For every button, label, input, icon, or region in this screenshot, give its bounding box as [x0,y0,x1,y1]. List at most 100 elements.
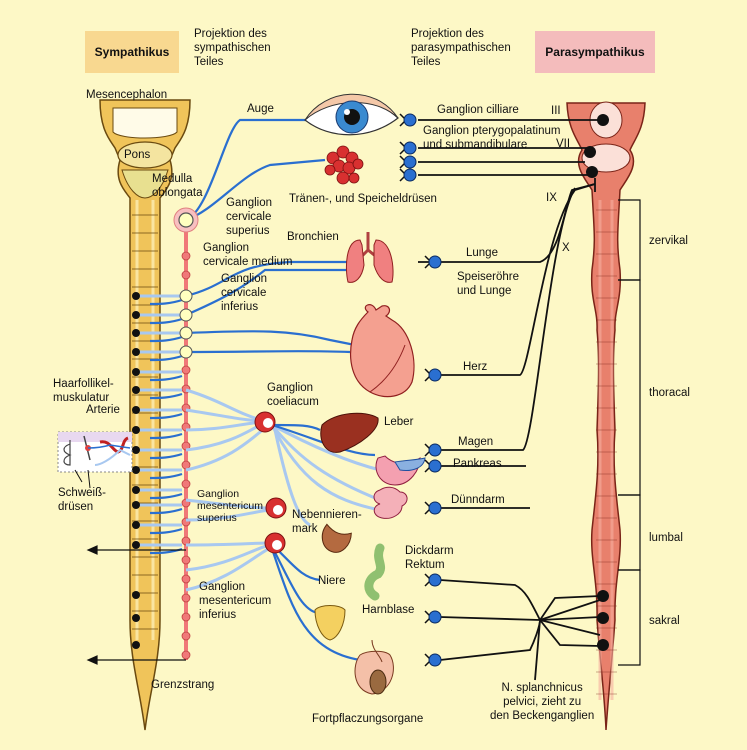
para-ganglion [403,155,417,169]
niere-label: Niere [318,575,346,587]
para-ganglion [428,459,442,473]
organ-eye [304,93,399,136]
spinal-neuron-dots [132,292,140,649]
organ-bladder [314,605,346,641]
para-ganglion [428,653,442,667]
postganglionic-fiber [149,432,183,440]
chain-bead [181,593,191,603]
postganglionic-fiber [149,472,183,480]
para-ganglion [403,141,417,155]
cn3-label: III [551,105,561,117]
pons-label: Pons [124,149,151,161]
spinal-neuron-dot [132,541,140,549]
organ-lungs [346,232,394,283]
projection-sympathetic-label: Projektion des sympathischen Teiles [194,28,271,68]
thoracal-label: thoracal [649,387,690,399]
zervikal-label: zervikal [649,235,688,247]
spinal-neuron-dot [132,614,140,622]
spinal-neuron-dot [132,486,140,494]
schweiss-label: Schweiß- drüsen [58,487,106,513]
postganglionic-fiber [149,374,183,382]
organ-reproductive [354,639,394,695]
spinal-neuron-dot [132,329,140,337]
postganglionic-fibers [149,298,183,555]
ggl-cerv-inf-label: Ganglion cervicale inferius [221,273,268,313]
postganglionic-fiber [149,298,183,306]
region-brackets [618,199,641,666]
spinal-neuron-dot [132,446,140,454]
para-ganglion [403,168,417,182]
para-ganglion [428,443,442,457]
ganglia [173,207,287,554]
medulla-label: Medulla oblongata [152,173,203,199]
grenzstrang-label: Grenzstrang [151,679,215,691]
chain-bead [181,251,191,261]
ggl-cerv-med-label: Ganglion cervicale medium [203,242,293,268]
spinal-neuron-dot [132,521,140,529]
parasympathetic-fibers [418,119,601,681]
spinal-neuron-dot [132,591,140,599]
organ-glands [324,145,364,185]
para-ganglion [428,610,442,624]
chain-bead [181,574,191,584]
leber-label: Leber [384,416,414,428]
spinal-neuron-dot [132,311,140,319]
ggl-cerv-sup-label: Ganglion cervicale superius [226,197,273,237]
spinal-neuron-dot [132,368,140,376]
parasympathicus-title: Parasympathikus [545,45,645,59]
postganglionic-fiber [149,492,183,500]
haarfollikel-label: Haarfollikel- muskulatur [53,378,114,404]
spinal-neuron-dot [132,386,140,394]
duenndarm-label: Dünndarm [451,494,505,506]
auge-label: Auge [247,103,274,115]
chain-bead [181,555,191,565]
arterie-label: Arterie [86,404,120,416]
organ-heart [349,304,415,398]
spinal-neuron-dot [132,292,140,300]
ggl-ciliare-label: Ganglion cilliare [437,104,519,116]
para-ganglion [428,255,442,269]
ggl-coeliacum-label: Ganglion coeliacum [267,382,319,408]
sakral-label: sakral [649,615,680,627]
postganglionic-fiber [149,452,183,460]
projection-parasympathetic-label: Projektion des parasympathischen Teiles [411,28,511,68]
sympathetic-trunk [181,220,191,660]
skin-inset [57,431,133,489]
para-ganglion [428,368,442,382]
postganglionic-fiber [149,354,183,362]
spinal-neuron-dot [132,501,140,509]
chain-bead [181,650,191,660]
postganglionic-fiber [149,527,183,535]
sympathicus-header: Sympathikus [85,31,179,73]
magen-label: Magen [458,436,494,448]
parasympathetic-nuclei [584,114,609,651]
postganglionic-fiber [149,507,183,515]
sympathicus-title: Sympathikus [94,45,170,59]
lumbal-label: lumbal [649,532,683,544]
postganglionic-fiber [149,392,183,400]
preganglionic-fibers [138,294,182,547]
parasympathetic-spinal-cord [566,101,646,731]
parasympathetic-ganglia [399,113,442,667]
organ-adrenal [321,523,352,553]
organ-liver [320,412,379,453]
outbound-arrows [86,545,186,665]
ggl-mes-inf-label: Ganglion mesentericum inferius [199,581,272,621]
fortpflanzung-label: Fortpflaczungsorgane [312,713,424,725]
organ-intestine [373,486,408,519]
dickdarm-label: Dickdarm Rektum [405,545,454,571]
traenen-label: Tränen-, und Speicheldrüsen [289,193,437,205]
chain-bead [181,479,191,489]
pankreas-label: Pankreas [453,458,502,470]
chain-bead [181,270,191,280]
parasympathicus-header: Parasympathikus [535,31,655,73]
postganglionic-fiber [149,317,183,325]
speiseroehre-label: Speiseröhre und Lunge [457,271,520,297]
organ-stomach [375,455,426,486]
cn9-label: IX [546,192,557,204]
splanchnicus-label: N. splanchnicus pelvici, zieht zu den Be… [490,682,595,722]
ggl-mes-sup-label: Ganglion mesentericum superius [197,488,263,524]
para-ganglion [403,113,417,127]
para-ganglion [428,501,442,515]
